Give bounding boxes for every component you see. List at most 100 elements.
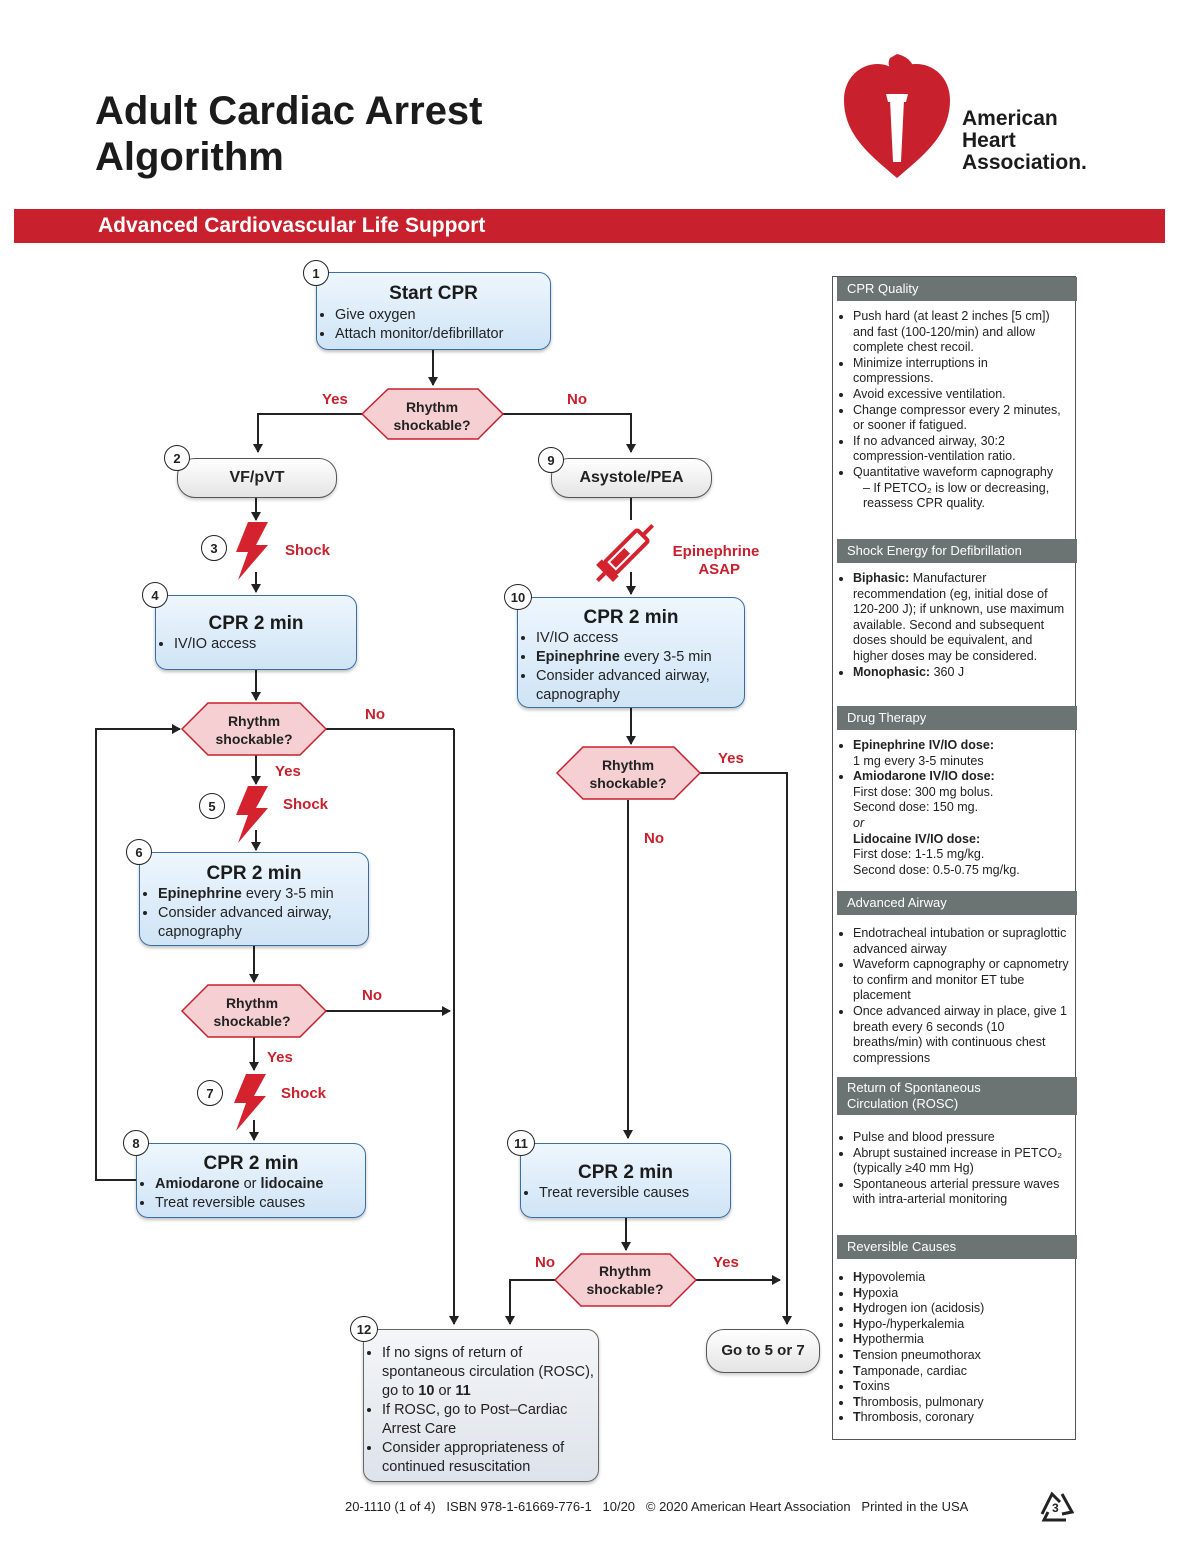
title-line-1: Adult Cardiac Arrest xyxy=(95,89,483,133)
decision-a-no: No xyxy=(365,706,385,723)
sidebar-header-cpr-quality: CPR Quality xyxy=(837,277,1077,301)
list-item: Waveform capnography or capnometry to co… xyxy=(853,957,1069,1004)
step-number: 9 xyxy=(538,447,564,473)
sidebar-advanced-airway: Endotracheal intubation or supraglottic … xyxy=(837,926,1069,1066)
decision-a-yes: Yes xyxy=(275,763,301,780)
list-item: Hydrogen ion (acidosis) xyxy=(853,1301,1069,1317)
list-item: Epinephrine IV/IO dose:1 mg every 3-5 mi… xyxy=(853,738,1069,769)
list-item: Abrupt sustained increase in PETCO₂ (typ… xyxy=(853,1146,1069,1177)
sidebar-shock-energy: Biphasic: Manufacturer recommendation (e… xyxy=(837,571,1069,680)
list-item: Toxins xyxy=(853,1379,1069,1395)
list-item: IV/IO access xyxy=(174,635,356,654)
step-cpr-2min: CPR 2 min Epinephrine every 3-5 min Cons… xyxy=(139,852,369,946)
sidebar-reversible-causes: Hypovolemia Hypoxia Hydrogen ion (acidos… xyxy=(837,1270,1069,1426)
list-item: Spontaneous arterial pressure waves with… xyxy=(853,1177,1069,1208)
shock-label: Shock xyxy=(281,1085,327,1102)
step-number: 10 xyxy=(504,584,532,610)
decision-b-shape xyxy=(180,984,328,1038)
step-cpr-2min: CPR 2 min IV/IO access xyxy=(155,595,357,670)
list-item: Push hard (at least 2 inches [5 cm]) and… xyxy=(853,309,1069,356)
sub-item: – If PETCO₂ is low or decreasing, reasse… xyxy=(863,480,1050,511)
list-item: Thrombosis, coronary xyxy=(853,1410,1069,1426)
sidebar-frame xyxy=(832,276,1076,1440)
shock-label: Shock xyxy=(285,542,331,559)
decision-top-shape xyxy=(360,388,505,440)
list-item: Amiodarone or lidocaine xyxy=(155,1175,365,1194)
heart-torch-logo-icon xyxy=(844,54,950,178)
svg-text:3: 3 xyxy=(1052,1501,1059,1515)
list-item: Hypoxia xyxy=(853,1286,1069,1302)
list-item: If no advanced airway, 30:2 compression-… xyxy=(853,434,1069,465)
step-title: CPR 2 min xyxy=(208,613,304,634)
footer-text: 20-1110 (1 of 4) ISBN 978-1-61669-776-1 … xyxy=(345,1499,969,1514)
organization-name: American Heart Association. xyxy=(962,108,1087,174)
lightning-shock-icon xyxy=(236,522,268,580)
list-item: Hypothermia xyxy=(853,1332,1069,1348)
org-line-3: Association. xyxy=(962,151,1087,174)
list-item: If no signs of return of spontaneous cir… xyxy=(382,1344,598,1401)
step-number: 12 xyxy=(350,1316,378,1342)
list-item: Treat reversible causes xyxy=(155,1194,365,1213)
step-number: 1 xyxy=(303,260,329,286)
decision-c-yes: Yes xyxy=(718,750,744,767)
step-number: 11 xyxy=(507,1130,535,1156)
page-title: Adult Cardiac Arrest Algorithm xyxy=(95,88,483,180)
list-item: If ROSC, go to Post–Cardiac Arrest Care xyxy=(382,1401,598,1439)
goto-5-or-7: Go to 5 or 7 xyxy=(706,1329,820,1373)
list-item: Amiodarone IV/IO dose: First dose: 300 m… xyxy=(853,769,1069,878)
syringe-icon xyxy=(596,523,655,582)
section-banner: Advanced Cardiovascular Life Support xyxy=(14,209,1165,243)
lightning-shock-icon xyxy=(234,1074,266,1131)
banner-text: Advanced Cardiovascular Life Support xyxy=(98,214,486,237)
decision-c-shape xyxy=(555,746,702,800)
decision-c-no: No xyxy=(644,830,664,847)
step-number: 3 xyxy=(201,535,227,561)
list-item: Pulse and blood pressure xyxy=(853,1130,1069,1146)
step-number: 7 xyxy=(197,1080,223,1106)
list-item: Hypo-/hyperkalemia xyxy=(853,1317,1069,1333)
step-title: CPR 2 min xyxy=(206,863,302,884)
decision-top-no: No xyxy=(567,391,587,408)
list-item: Treat reversible causes xyxy=(539,1184,730,1203)
decision-b-no: No xyxy=(362,987,382,1004)
step-number: 6 xyxy=(126,839,152,865)
decision-a-shape xyxy=(180,702,328,756)
step-title: Start CPR xyxy=(389,283,478,304)
list-item: Consider advanced airway, capnography xyxy=(536,667,744,705)
step-start-cpr: Start CPR Give oxygen Attach monitor/def… xyxy=(316,272,551,350)
list-item: Attach monitor/defibrillator xyxy=(335,325,550,344)
shock-label: Shock xyxy=(283,796,329,813)
sidebar-header-drug-therapy: Drug Therapy xyxy=(837,706,1077,730)
list-item: Hypovolemia xyxy=(853,1270,1069,1286)
step-number: 4 xyxy=(142,582,168,608)
step-asystole-pea: Asystole/PEA xyxy=(551,458,712,498)
step-vf-pvt: VF/pVT xyxy=(177,458,337,498)
list-item: Monophasic: 360 J xyxy=(853,665,1069,681)
sidebar-header-shock-energy: Shock Energy for Defibrillation xyxy=(837,539,1077,563)
list-item: Minimize interruptions in compressions. xyxy=(853,356,1069,387)
org-line-2: Heart xyxy=(962,129,1016,152)
list-item: Avoid excessive ventilation. xyxy=(853,387,1069,403)
sidebar-rosc: Pulse and blood pressure Abrupt sustaine… xyxy=(837,1130,1069,1208)
org-line-1: American xyxy=(962,107,1058,130)
step-post-evaluation: If no signs of return of spontaneous cir… xyxy=(363,1329,599,1482)
title-line-2: Algorithm xyxy=(95,135,284,179)
list-item: Give oxygen xyxy=(335,306,550,325)
sidebar-header-reversible-causes: Reversible Causes xyxy=(837,1235,1077,1259)
list-item: Tension pneumothorax xyxy=(853,1348,1069,1364)
list-item: Once advanced airway in place, give 1 br… xyxy=(853,1004,1069,1066)
step-cpr-2min: CPR 2 min Treat reversible causes xyxy=(520,1143,731,1218)
sidebar-drug-therapy: Epinephrine IV/IO dose:1 mg every 3-5 mi… xyxy=(837,738,1069,878)
step-title: CPR 2 min xyxy=(203,1153,299,1174)
list-item: Endotracheal intubation or supraglottic … xyxy=(853,926,1069,957)
sidebar-header-advanced-airway: Advanced Airway xyxy=(837,891,1077,915)
step-number: 5 xyxy=(199,793,225,819)
sidebar-cpr-quality: Push hard (at least 2 inches [5 cm]) and… xyxy=(837,309,1069,512)
step-cpr-2min: CPR 2 min Amiodarone or lidocaine Treat … xyxy=(136,1143,366,1218)
